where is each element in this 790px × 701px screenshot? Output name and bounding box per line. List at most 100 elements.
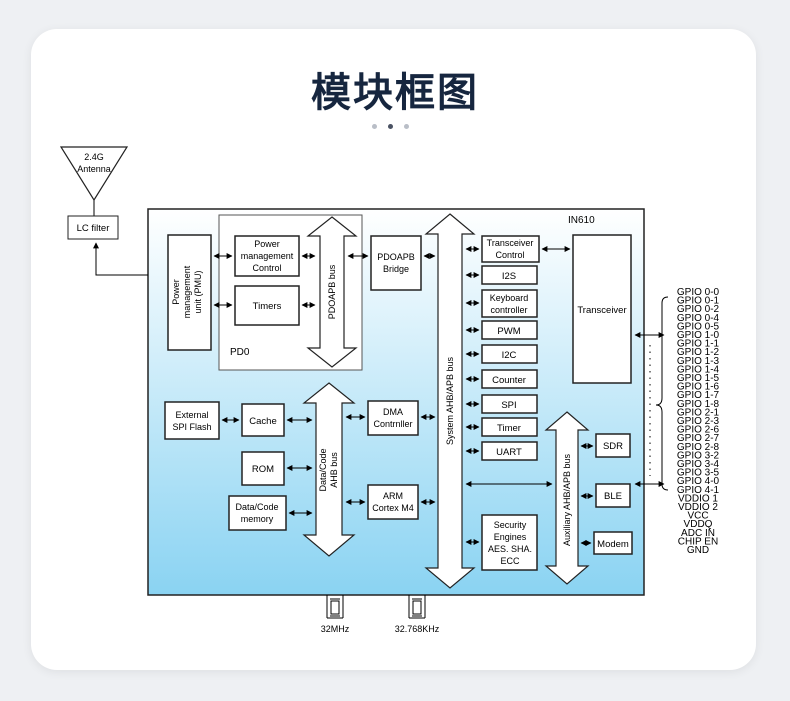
datacode-bus-label-2: AHB bus bbox=[329, 452, 339, 488]
pin-label: GPIO 1-5 bbox=[677, 373, 720, 384]
pin-label: GPIO 2-7 bbox=[677, 433, 720, 444]
carousel-dots bbox=[372, 124, 418, 130]
pin-label: VCC bbox=[687, 511, 708, 522]
antenna-icon bbox=[59, 146, 129, 202]
pdoapb-bridge-label-1: PDOAPB bbox=[377, 252, 415, 262]
timers-label: Timers bbox=[253, 301, 282, 312]
pin-label: GPIO 1-0 bbox=[677, 330, 720, 341]
pin-label: GPIO 4-0 bbox=[677, 476, 720, 487]
pin-label: GPIO 0-2 bbox=[677, 304, 720, 315]
system-bus-label: System AHB/APB bus bbox=[445, 356, 455, 445]
page-title: 模块框图 bbox=[311, 70, 479, 116]
power-control-box bbox=[234, 235, 300, 277]
security-engines-label-1: Security bbox=[494, 520, 527, 530]
uart-label: UART bbox=[496, 447, 522, 458]
counter-box bbox=[481, 369, 538, 389]
power-control-label-2: management bbox=[241, 251, 294, 261]
transceiver-label: Transceiver bbox=[577, 305, 626, 316]
pin-bracket bbox=[655, 296, 669, 491]
keyboard-controller-box bbox=[481, 289, 538, 318]
pdoapb-bridge-box bbox=[370, 235, 422, 291]
timers-box bbox=[234, 285, 300, 326]
modem-box bbox=[593, 531, 633, 555]
pin-label: GPIO 1-6 bbox=[677, 382, 720, 393]
pin-label: GPIO 2-3 bbox=[677, 416, 720, 427]
i2c-box bbox=[481, 344, 538, 364]
pin-label: CHIP EN bbox=[678, 536, 718, 547]
pd0-label: PD0 bbox=[230, 347, 250, 358]
carousel-dot-1[interactable] bbox=[372, 124, 377, 129]
pin-label: GPIO 2-8 bbox=[677, 442, 720, 453]
datacode-memory-label-1: Data/Code bbox=[235, 502, 278, 512]
antenna-label-2: Antenna bbox=[77, 164, 111, 174]
sdr-box bbox=[595, 433, 631, 458]
chip-name: IN610 bbox=[568, 215, 595, 226]
security-engines-label-3: AES. SHA. bbox=[488, 544, 532, 554]
crystal-32khz-label: 32.768KHz bbox=[395, 624, 440, 634]
pin-label: VDDQ bbox=[684, 519, 713, 530]
arm-label-1: ARM bbox=[383, 491, 403, 501]
pin-label: GPIO 0-0 bbox=[677, 287, 720, 298]
external-flash-box bbox=[164, 401, 220, 440]
pin-label: GPIO 3-5 bbox=[677, 468, 720, 479]
datacode-memory-box bbox=[228, 495, 287, 531]
power-control-label-1: Power bbox=[254, 239, 280, 249]
transceiver-box bbox=[572, 234, 632, 384]
timer-label: Timer bbox=[497, 423, 521, 434]
arm-box bbox=[367, 484, 419, 520]
transceiver-control-label-2: Control bbox=[495, 250, 524, 260]
pin-label: VDDIO 1 bbox=[678, 493, 718, 504]
connection-arrows bbox=[213, 246, 665, 546]
pin-label: GPIO 1-3 bbox=[677, 356, 720, 367]
security-engines-label-2: Engines bbox=[494, 532, 527, 542]
rom-label: ROM bbox=[252, 464, 274, 475]
power-control-label-3: Control bbox=[252, 263, 281, 273]
pin-label: GPIO 0-1 bbox=[677, 296, 720, 307]
external-flash-label-2: SPI Flash bbox=[172, 422, 211, 432]
pin-label: GPIO 3-4 bbox=[677, 459, 720, 470]
crystal-32khz bbox=[408, 595, 426, 619]
datacode-bus-label-1: Data/Code bbox=[318, 448, 328, 491]
datacode-memory-label-2: memory bbox=[241, 514, 274, 524]
uart-box bbox=[481, 441, 538, 461]
pin-label: GPIO 0-5 bbox=[677, 321, 720, 332]
pin-label: GPIO 2-6 bbox=[677, 425, 720, 436]
pin-label: GPIO 2-1 bbox=[677, 407, 720, 418]
ble-box bbox=[595, 483, 631, 508]
arm-label-2: Cortex M4 bbox=[372, 503, 414, 513]
lc-filter-label: LC filter bbox=[77, 223, 110, 234]
pmu-label-1: Power bbox=[171, 279, 181, 305]
crystal-32mhz bbox=[326, 595, 344, 619]
keyboard-controller-label-2: controller bbox=[490, 305, 527, 315]
transceiver-control-label-1: Transceiver bbox=[487, 238, 534, 248]
pmu-to-filter-line bbox=[93, 242, 148, 276]
carousel-dot-2[interactable] bbox=[388, 124, 393, 129]
dma-label-1: DMA bbox=[383, 407, 403, 417]
pmu-label-3: unit (PMU) bbox=[193, 270, 203, 313]
rom-box bbox=[241, 451, 285, 486]
ble-label: BLE bbox=[604, 491, 622, 502]
pin-label: GPIO 1-4 bbox=[677, 364, 720, 375]
carousel-dot-3[interactable] bbox=[404, 124, 409, 129]
i2s-label: I2S bbox=[502, 271, 516, 282]
pdoapb-bridge-label-2: Bridge bbox=[383, 264, 409, 274]
pin-label: GPIO 0-4 bbox=[677, 313, 720, 324]
pin-label: GPIO 3-2 bbox=[677, 450, 720, 461]
pwm-box bbox=[481, 320, 538, 340]
pmu-box bbox=[167, 234, 212, 351]
datacode-bus-arrow bbox=[302, 382, 356, 557]
pmu-label-2: management bbox=[182, 265, 192, 318]
spi-label: SPI bbox=[501, 400, 516, 411]
keyboard-controller-label-1: Keyboard bbox=[490, 293, 529, 303]
spi-box bbox=[481, 394, 538, 414]
pdoapb-bus-arrow bbox=[306, 216, 358, 368]
system-bus-arrow bbox=[424, 213, 476, 589]
antenna-label-1: 2.4G bbox=[84, 152, 104, 162]
pin-label: GPIO 1-8 bbox=[677, 399, 720, 410]
pdoapb-bus-label: PDOAPB bus bbox=[327, 264, 337, 319]
security-engines-box bbox=[481, 514, 538, 571]
pwm-label: PWM bbox=[497, 326, 520, 337]
dma-label-2: Contrnller bbox=[373, 419, 412, 429]
